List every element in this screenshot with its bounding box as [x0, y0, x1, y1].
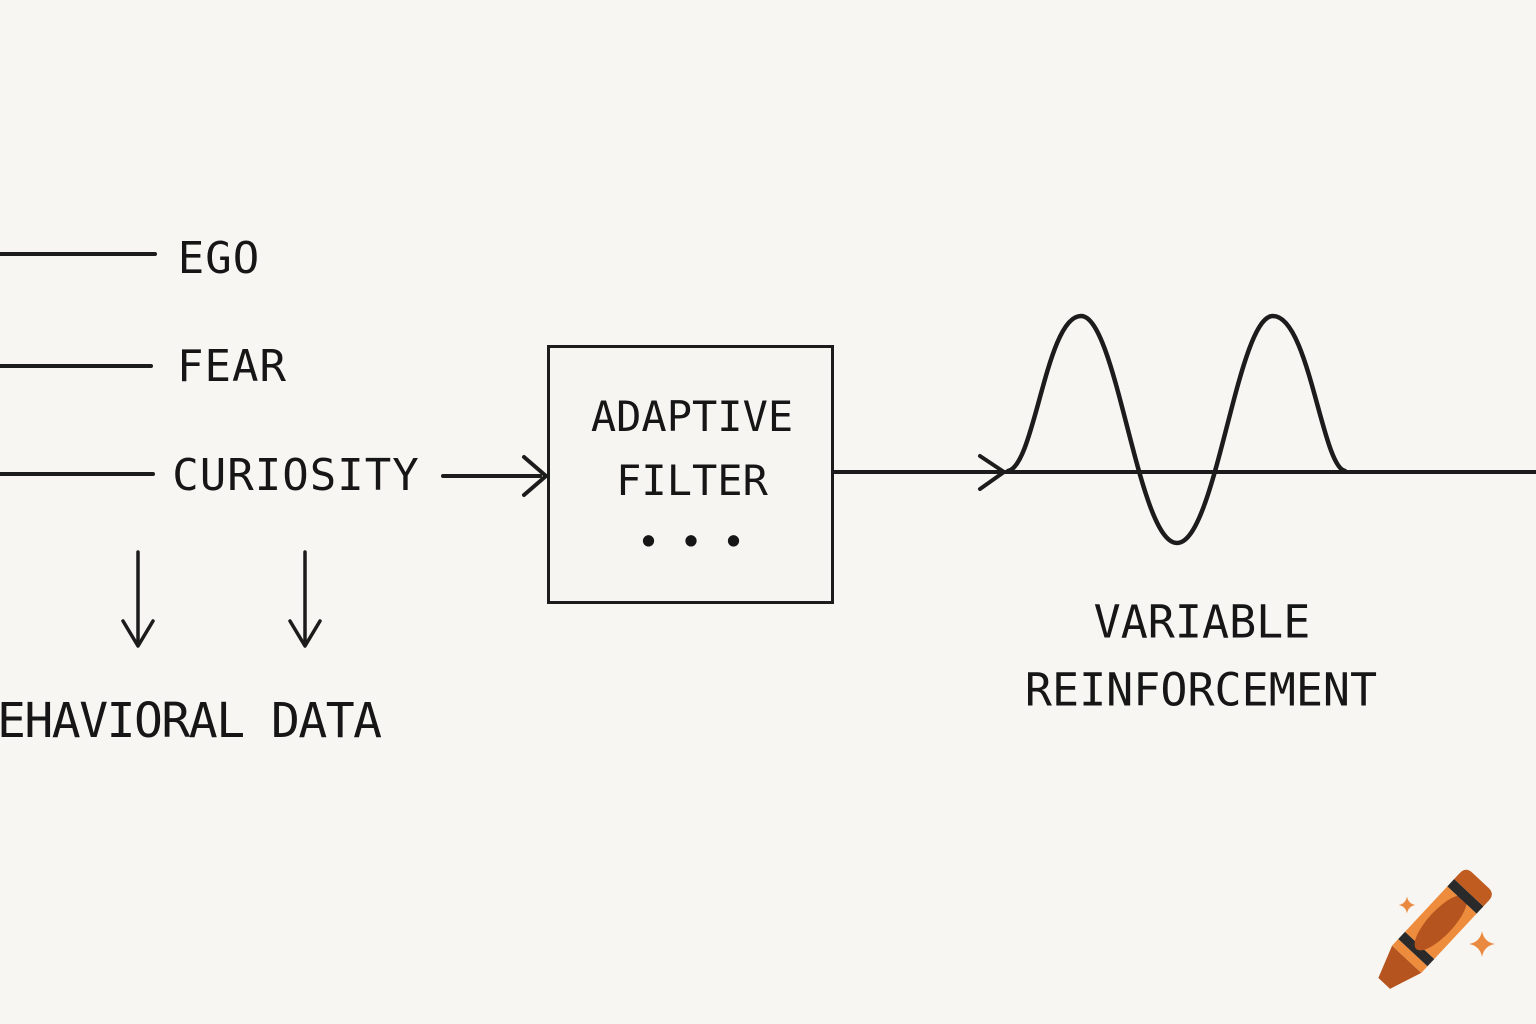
down-arrow-2-head-icon: [288, 619, 322, 648]
output-label-line1: VARIABLE: [1093, 595, 1311, 649]
sparkle-small-icon: [1398, 896, 1416, 914]
input-label-curiosity: CURIOSITY: [172, 450, 420, 501]
input-label-fear: FEAR: [177, 341, 287, 392]
sparkle-large-icon: [1469, 931, 1495, 957]
behavioral-data-label: EHAVIORAL DATA: [0, 693, 382, 749]
filter-box-ellipsis: • • •: [638, 523, 746, 561]
filter-box-title-line1: ADAPTIVE: [590, 392, 794, 441]
crayon-icon: [1378, 869, 1492, 989]
output-arrow-head-icon: [978, 454, 1006, 491]
down-arrow-1-head-icon: [121, 619, 155, 648]
input-label-ego: EGO: [177, 233, 261, 284]
filter-box-title-line2: FILTER: [616, 456, 768, 505]
output-label-line2: REINFORCEMENT: [1024, 663, 1378, 717]
variable-reinforcement-waveform: [1005, 313, 1348, 546]
arrow-to-filter-head-icon: [522, 455, 548, 497]
adaptive-filter-box: [547, 345, 834, 604]
